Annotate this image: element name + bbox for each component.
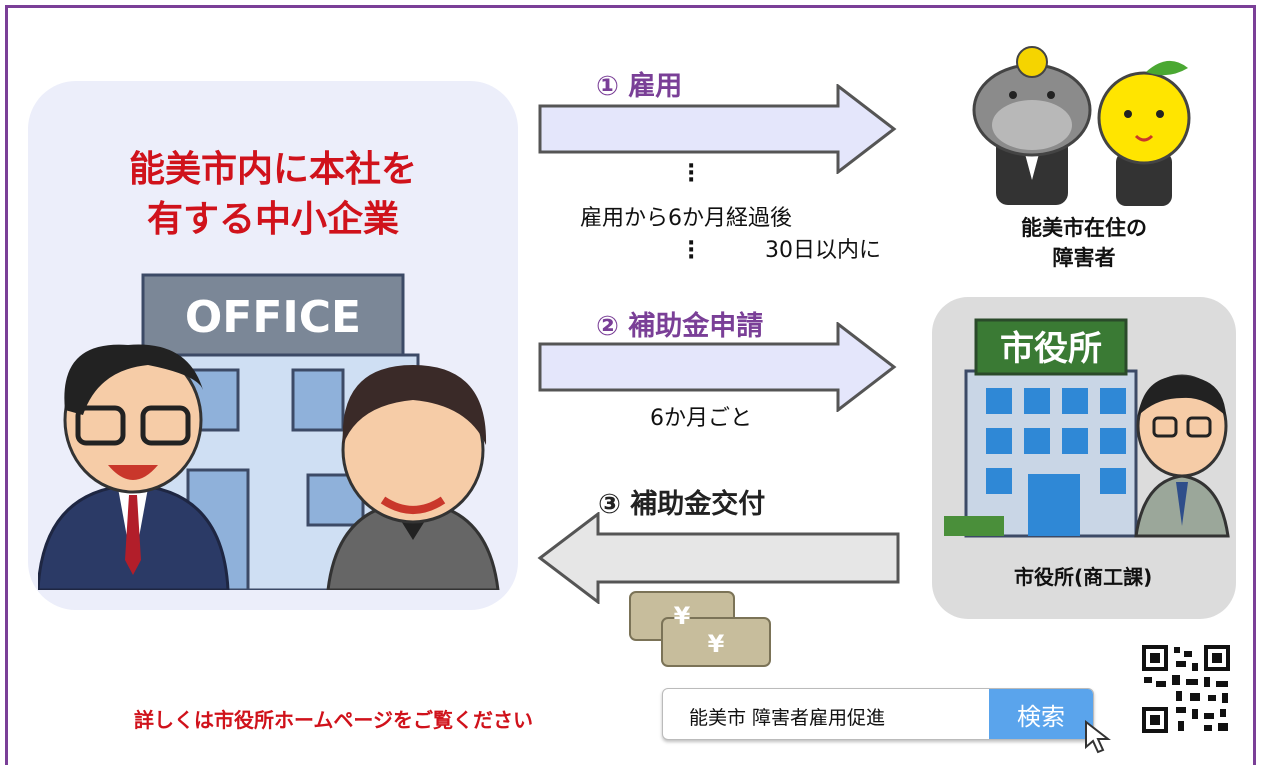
step-3-label: ③ 補助金交付 [598,489,766,520]
yen-symbol-front: ¥ [708,630,725,658]
every-six-months-text: 6か月ごと [650,406,752,431]
arrow-grant [537,512,900,604]
mouse-cursor-icon [1085,720,1111,754]
qr-code-icon[interactable] [1140,643,1232,735]
recipient-caption-line2: 障害者 [1052,246,1116,270]
office-sign: OFFICE [185,292,361,343]
arrow-apply [538,322,897,412]
within-days-text: 30日以内に [765,238,881,263]
city-hall-caption: 市役所(商工課) [1014,565,1153,589]
outer-frame [5,5,1256,765]
dots-upper: ··· [687,154,696,193]
recipient-caption-line1: 能美市在住の [1021,216,1147,240]
mascot-characters [972,46,1191,206]
details-text: 詳しくは市役所ホームページをご覧ください [134,708,533,732]
company-title: 能美市内に本社を 有する中小企業 [128,149,417,240]
city-hall-sign: 市役所 [1000,329,1102,369]
money-bills-icon: ¥ ¥ [629,591,771,667]
step-1-label: ① 雇用 [596,71,683,102]
after-hire-text: 雇用から6か月経過後 [580,206,792,231]
dots-lower: ··· [687,231,696,270]
step-2-label: ② 補助金申請 [596,311,764,342]
recipient-caption: 能美市在住の 障害者 [994,213,1174,273]
search-button[interactable]: 検索 [989,689,1093,739]
search-box[interactable]: 能美市 障害者雇用促進 検索 [662,688,1094,740]
search-query[interactable]: 能美市 障害者雇用促進 [689,707,886,729]
arrow-hire [538,84,897,174]
city-hall-illustration: 市役所 [944,318,1230,538]
yen-symbol-back: ¥ [674,602,691,630]
office-illustration: OFFICE [38,273,500,590]
